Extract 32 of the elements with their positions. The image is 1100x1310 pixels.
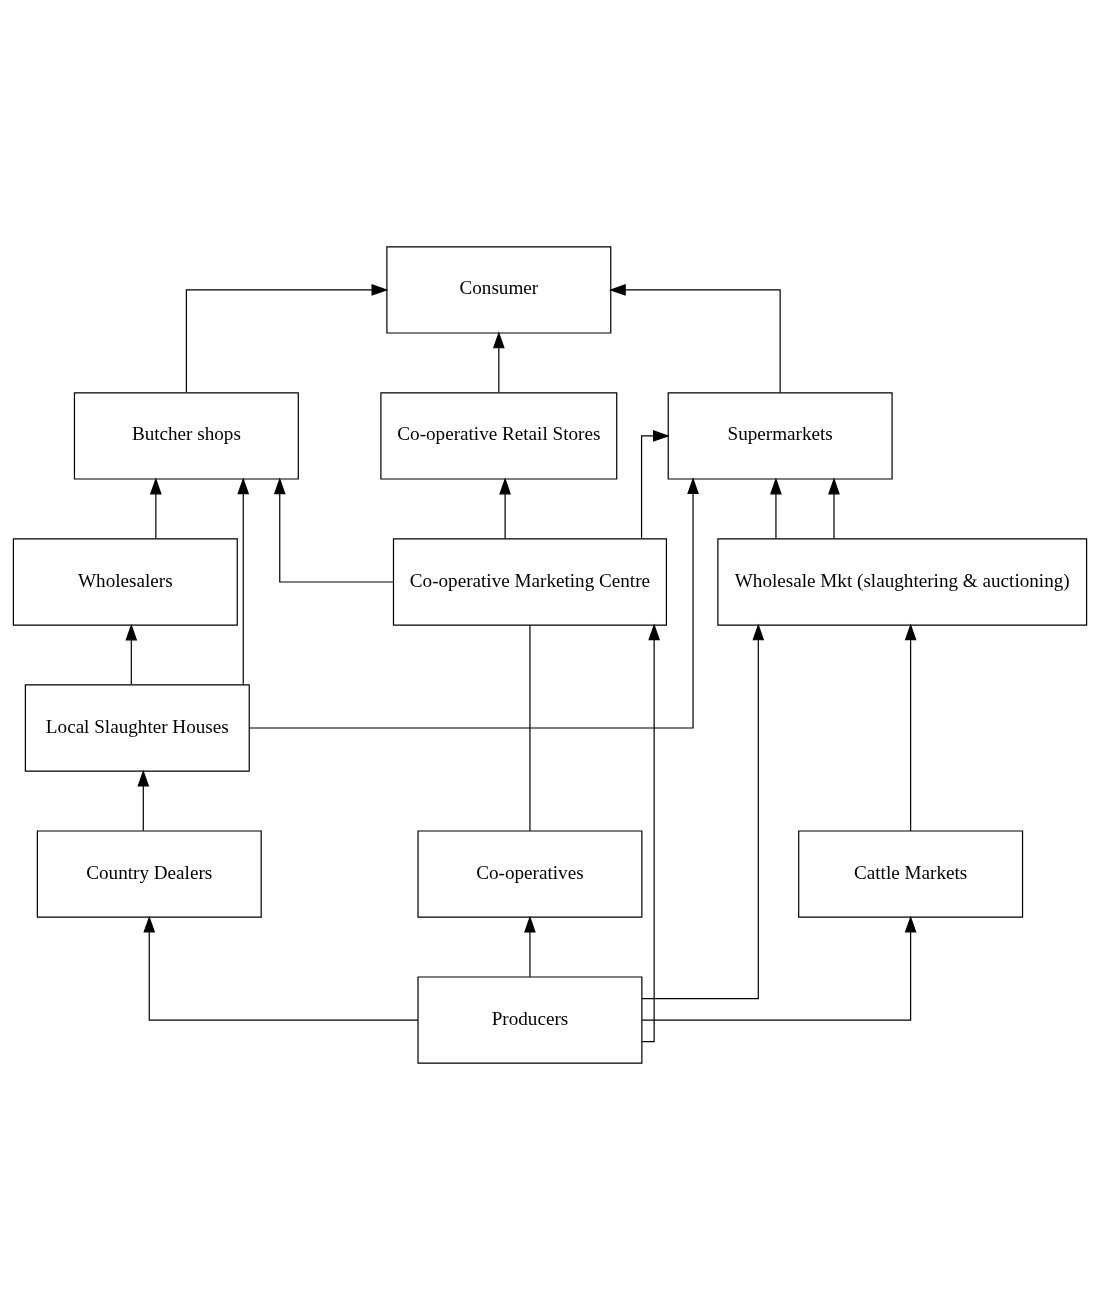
arrow (185, 284, 389, 394)
node-box: Co-operatives (417, 830, 643, 918)
arrow (641, 915, 917, 1021)
node-box: Local Slaughter Houses (24, 684, 250, 772)
arrow (137, 769, 150, 832)
arrow (492, 331, 505, 394)
arrow (143, 915, 419, 1021)
node-box: Producers (417, 976, 643, 1064)
arrow (641, 623, 765, 1000)
arrow (641, 430, 670, 540)
arrow (828, 477, 840, 540)
arrow (499, 477, 511, 540)
node-box: Supermarkets (667, 392, 893, 480)
arrow (237, 477, 250, 686)
arrow (150, 477, 162, 540)
arrow (273, 477, 394, 583)
node-box: Butcher shops (73, 392, 299, 480)
arrow (770, 477, 782, 540)
node-box: Country Dealers (36, 830, 262, 918)
arrow (125, 623, 138, 686)
node-box: Co-operative Retail Stores (380, 392, 618, 480)
arrow (641, 623, 661, 1043)
arrow (524, 915, 536, 978)
node-box: Wholesalers (12, 538, 238, 626)
arrow (248, 477, 699, 729)
node-box: Co-operative Marketing Centre (392, 538, 667, 626)
arrow (609, 284, 781, 394)
node-box: Cattle Markets (798, 830, 1024, 918)
arrow (904, 623, 917, 832)
connector (529, 624, 531, 832)
node-box: Consumer (386, 246, 612, 334)
node-box: Wholesale Mkt (slaughtering & auctioning) (717, 538, 1088, 626)
